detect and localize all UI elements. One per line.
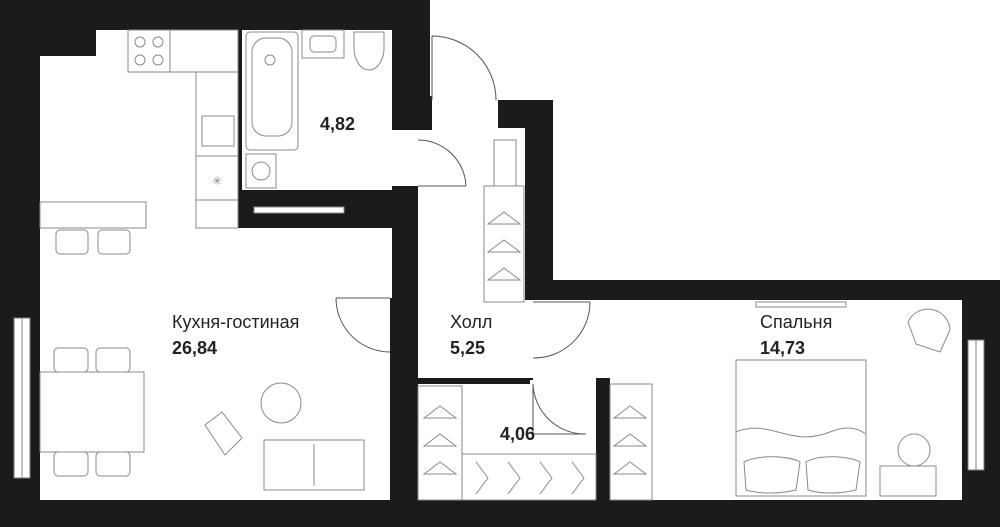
chair-icon xyxy=(53,347,89,373)
room-name-living: Кухня-гостиная xyxy=(172,312,299,332)
wall-hall-right xyxy=(525,100,553,300)
wall-hall-left-2 xyxy=(392,186,418,298)
hanger-icon xyxy=(422,405,458,419)
bedroom-furniture xyxy=(735,301,951,497)
chair-icon xyxy=(95,451,131,477)
door-entry[interactable] xyxy=(431,35,497,101)
toilet-icon xyxy=(353,31,385,71)
room-area-hall: 5,25 xyxy=(450,338,485,358)
pillow-icon xyxy=(743,456,801,494)
room-name-bedroom: Спальня xyxy=(760,312,832,332)
hanger-icon xyxy=(612,433,648,447)
room-name-hall: Холл xyxy=(450,312,492,332)
kitchen-counter xyxy=(195,71,239,229)
floor-bath-door-gap xyxy=(392,130,418,186)
kitchen-island xyxy=(39,201,147,229)
door-bedroom[interactable] xyxy=(532,301,591,359)
wall-bath-right xyxy=(392,96,432,130)
dining-table xyxy=(39,371,145,453)
wall-living-right xyxy=(390,355,418,500)
door-bathroom[interactable] xyxy=(417,139,467,187)
bedroom-wardrobe xyxy=(609,383,653,501)
wall-living-right-top xyxy=(390,298,418,302)
sink-icon xyxy=(201,115,235,147)
hanger-icon xyxy=(475,461,489,495)
hanger-icon xyxy=(539,461,553,495)
wall-bath-left xyxy=(238,28,242,194)
chair-icon xyxy=(53,451,89,477)
room-area-storage: 4,06 xyxy=(500,424,535,444)
room-labels: Кухня-гостиная 26,84 Холл 5,25 Спальня 1… xyxy=(172,114,832,444)
chair-icon xyxy=(95,347,131,373)
wall-bottom xyxy=(0,500,1000,527)
pillow-icon xyxy=(805,456,861,494)
wall-bath-bottom-2 xyxy=(235,190,392,200)
stove-icon xyxy=(127,29,171,73)
hanger-icon xyxy=(507,461,521,495)
bedroom-tv-icon xyxy=(755,301,847,308)
coffee-table-icon xyxy=(260,382,302,424)
hanger-icon xyxy=(422,433,458,447)
hanger-icon xyxy=(486,267,522,281)
kitchen-furniture: ✳ xyxy=(39,29,365,491)
tv-icon xyxy=(253,206,345,214)
hanger-icon xyxy=(486,211,522,225)
bathtub-icon xyxy=(245,31,299,151)
door-living[interactable] xyxy=(335,297,391,353)
hall-wardrobe xyxy=(483,185,525,303)
doors[interactable] xyxy=(335,35,591,435)
hall-shelf xyxy=(493,139,517,187)
bathroom-fixtures xyxy=(245,29,385,189)
washbasin-icon xyxy=(301,29,345,59)
armchair-icon xyxy=(204,411,243,456)
wall-bedroom-top xyxy=(532,280,1000,300)
bar-chair-icon xyxy=(97,229,131,255)
hanger-icon xyxy=(612,405,648,419)
floor-hall-low xyxy=(418,298,532,378)
lamp-icon xyxy=(897,433,931,467)
washing-machine-icon xyxy=(245,153,277,189)
fridge-icon: ✳ xyxy=(212,174,222,188)
hanger-icon xyxy=(612,461,648,475)
storage-wardrobe-bottom xyxy=(461,453,597,501)
nightstand-icon xyxy=(879,465,937,497)
door-storage[interactable] xyxy=(532,383,587,435)
storage-wardrobe-left xyxy=(417,385,463,501)
hanger-icon xyxy=(486,239,522,253)
armchair-icon xyxy=(907,308,951,353)
wall-storage-divider-2 xyxy=(596,378,610,500)
room-area-living: 26,84 xyxy=(172,338,217,358)
wall-entry-right xyxy=(498,100,525,128)
hanger-icon xyxy=(422,461,458,475)
wall-entry-left xyxy=(418,0,430,96)
hall-storage xyxy=(417,139,653,501)
hanger-icon xyxy=(571,461,585,495)
wall-storage-top-2 xyxy=(418,378,530,384)
windows xyxy=(13,317,985,479)
room-area-bedroom: 14,73 xyxy=(760,338,805,358)
room-area-bathroom: 4,82 xyxy=(320,114,355,134)
bar-chair-icon xyxy=(55,229,89,255)
